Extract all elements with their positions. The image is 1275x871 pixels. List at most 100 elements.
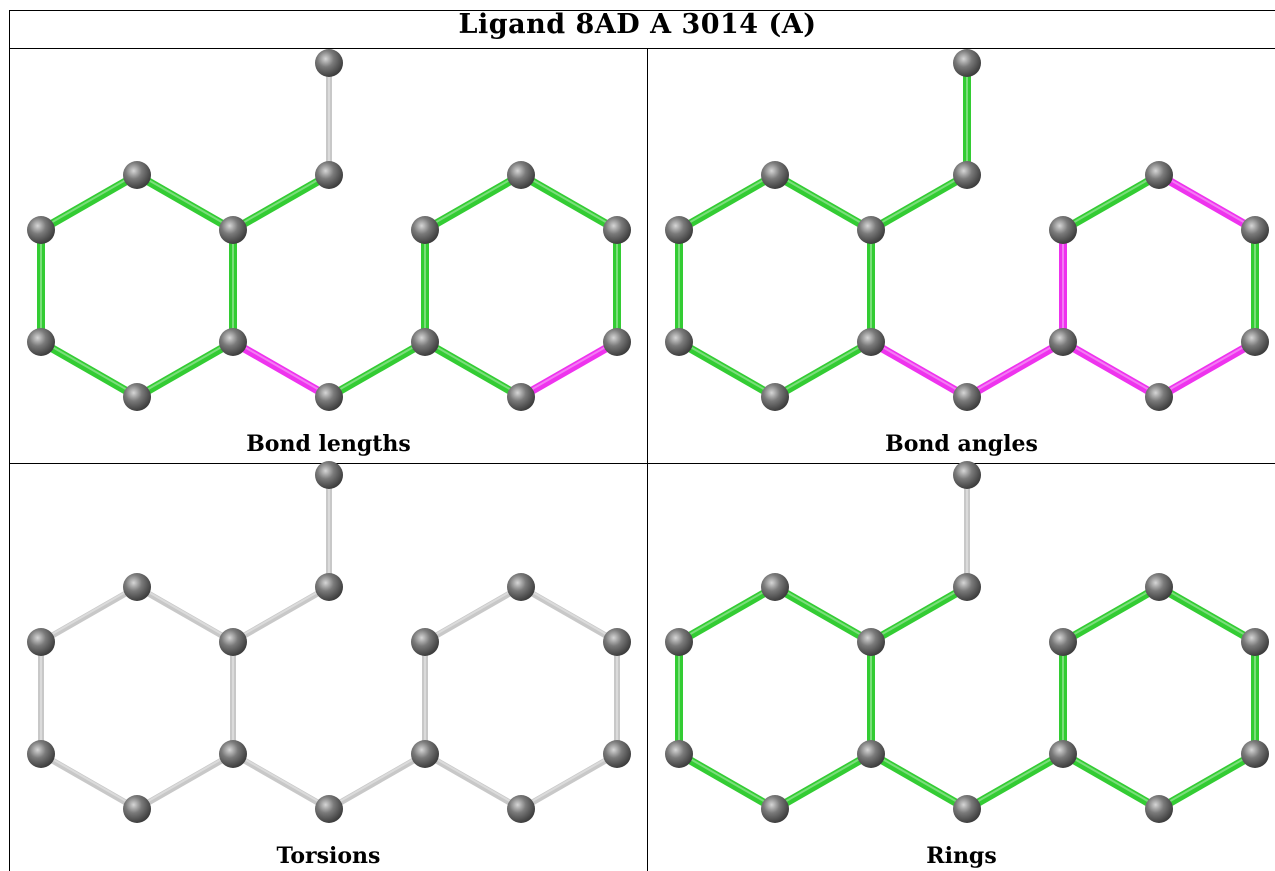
atom-6: [761, 795, 789, 823]
bond-11: [1157, 750, 1257, 813]
atom-9: [411, 740, 439, 768]
caption-bond-angles: Bond angles: [885, 431, 1038, 457]
atom-14: [507, 795, 535, 823]
bond-2: [677, 583, 777, 646]
bond-5: [869, 750, 969, 813]
bond-1: [135, 171, 235, 234]
bond-11: [519, 338, 619, 401]
bond-8: [423, 171, 523, 234]
atom-6: [761, 383, 789, 411]
bond-4: [39, 338, 139, 401]
atom-14: [1145, 383, 1173, 411]
atom-10: [411, 628, 439, 656]
bond-1: [773, 583, 873, 646]
bond-11: [519, 751, 619, 812]
bond-1: [773, 171, 873, 234]
bond-4: [39, 751, 139, 812]
atom-9: [1049, 740, 1077, 768]
bond-13: [135, 338, 235, 401]
atom-8: [315, 795, 343, 823]
grid-middle-line: [9, 463, 1275, 464]
grid-center-line: [647, 48, 648, 871]
atom-11: [507, 161, 535, 189]
bond-12: [1061, 338, 1161, 401]
atom-3: [123, 573, 151, 601]
bond-13: [773, 338, 873, 401]
bond-6: [965, 750, 1065, 813]
atom-11: [1145, 573, 1173, 601]
atom-10: [411, 216, 439, 244]
bond-5: [231, 338, 331, 401]
atom-13: [603, 328, 631, 356]
bond-11: [1157, 338, 1257, 401]
bond-8: [1061, 171, 1161, 234]
bond-12: [423, 751, 523, 812]
bond-2: [39, 584, 139, 645]
caption-rings: Rings: [926, 843, 997, 869]
atom-7: [857, 740, 885, 768]
atom-1: [953, 573, 981, 601]
atom-9: [1049, 328, 1077, 356]
atom-11: [507, 573, 535, 601]
bond-12: [1061, 750, 1161, 813]
bond-2: [39, 171, 139, 234]
atom-14: [507, 383, 535, 411]
grid-left-line: [9, 10, 10, 871]
bond-0: [231, 171, 331, 234]
bond-0: [231, 584, 331, 645]
atom-14: [1145, 795, 1173, 823]
bond-9: [1157, 171, 1257, 234]
atom-8: [315, 383, 343, 411]
atom-8: [953, 383, 981, 411]
bond-0: [869, 583, 969, 646]
bond-9: [1157, 583, 1257, 646]
atom-8: [953, 795, 981, 823]
atom-0: [315, 461, 343, 489]
atom-4: [27, 628, 55, 656]
bond-5: [231, 751, 331, 812]
bond-6: [327, 751, 427, 812]
atom-9: [411, 328, 439, 356]
atom-13: [1241, 740, 1269, 768]
bond-6: [327, 338, 427, 401]
atom-4: [27, 216, 55, 244]
atom-4: [665, 216, 693, 244]
atom-10: [1049, 216, 1077, 244]
atom-13: [603, 740, 631, 768]
bond-5: [869, 338, 969, 401]
atom-2: [857, 216, 885, 244]
atom-7: [857, 328, 885, 356]
bond-1: [135, 584, 235, 645]
bond-12: [423, 338, 523, 401]
molecule-bond-lengths: [27, 49, 631, 411]
caption-bond-lengths: Bond lengths: [246, 431, 411, 457]
atom-12: [603, 216, 631, 244]
atom-5: [665, 328, 693, 356]
figure-title: Ligand 8AD A 3014 (A): [458, 9, 817, 40]
atom-3: [123, 161, 151, 189]
atom-2: [219, 216, 247, 244]
atom-3: [761, 161, 789, 189]
bond-6: [965, 338, 1065, 401]
atom-6: [123, 383, 151, 411]
bond-2: [677, 171, 777, 234]
grid-top-line: [9, 10, 1275, 11]
atom-5: [665, 740, 693, 768]
molecule-torsions: [27, 461, 631, 823]
molecule-bond-angles: [665, 49, 1269, 411]
atom-7: [219, 740, 247, 768]
atom-1: [315, 161, 343, 189]
bond-0: [869, 171, 969, 234]
atom-0: [953, 461, 981, 489]
atom-0: [953, 49, 981, 77]
grid-title-line: [9, 48, 1275, 49]
bond-4: [677, 750, 777, 813]
bond-8: [423, 584, 523, 645]
bond-8: [1061, 583, 1161, 646]
atom-6: [123, 795, 151, 823]
atom-13: [1241, 328, 1269, 356]
bond-9: [519, 171, 619, 234]
bond-9: [519, 584, 619, 645]
